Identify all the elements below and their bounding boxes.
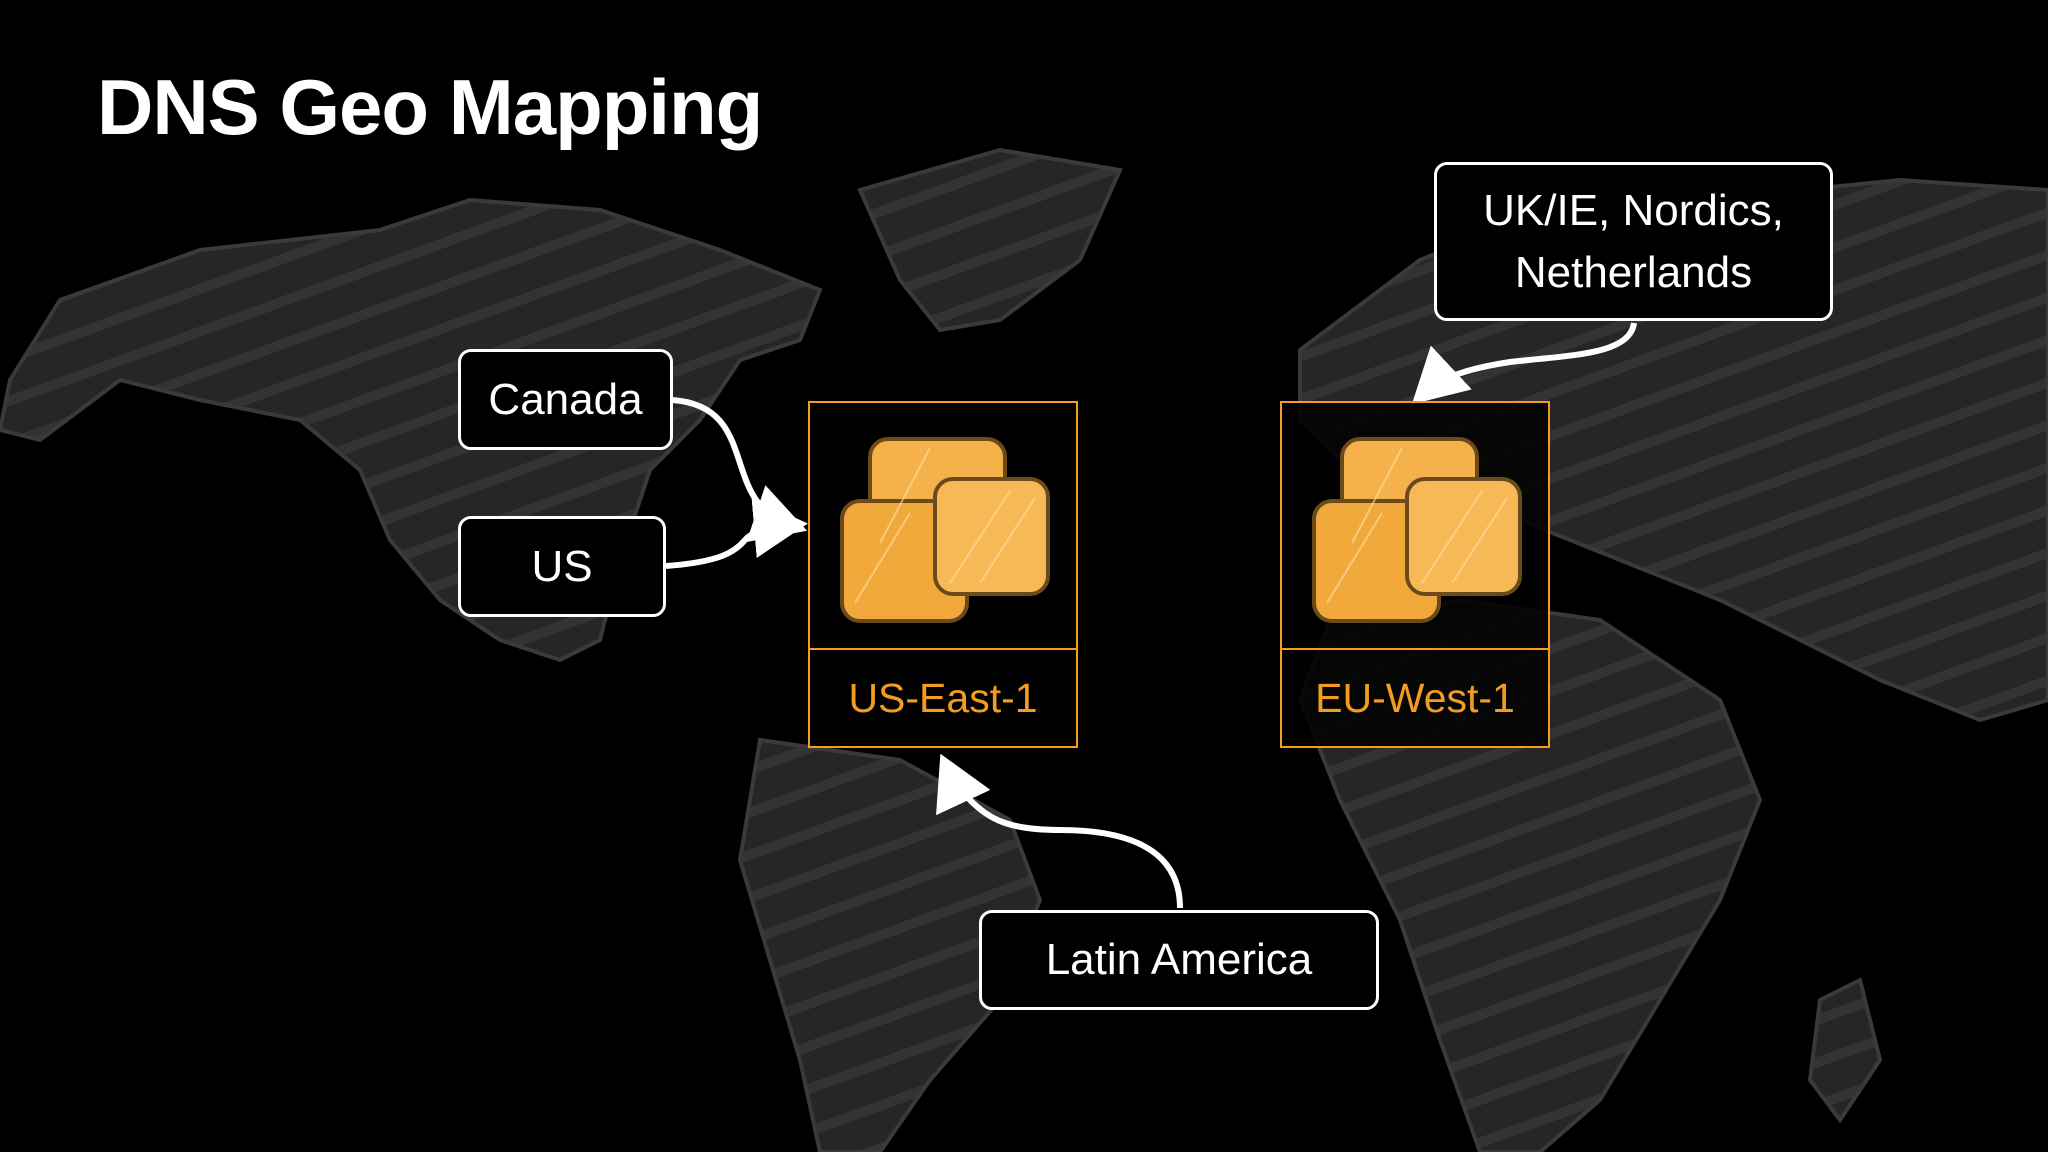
madagascar-shape (1807, 977, 1883, 1124)
server-stack-icon (1282, 403, 1548, 648)
page-title: DNS Geo Mapping (97, 63, 763, 151)
greenland-shape (857, 147, 1123, 333)
latin-america-label: Latin America (979, 910, 1379, 1010)
region-divider (810, 648, 1076, 650)
uk-nordics-netherlands-label: UK/IE, Nordics, Netherlands (1434, 162, 1833, 321)
region-divider (1282, 648, 1548, 650)
region-name-eu-west-1: EU-West-1 (1315, 674, 1515, 721)
uk-nordics-label-line1: UK/IE, Nordics, (1483, 185, 1784, 235)
arrow-uk-to-eu-west (1411, 322, 1637, 405)
canada-label-text: Canada (488, 374, 643, 424)
region-name-us-east-1: US-East-1 (848, 674, 1038, 721)
netherlands-label-line2: Netherlands (1514, 247, 1753, 297)
arrow-latam-to-us-east (936, 753, 1183, 909)
region-eu-west-1: EU-West-1 (1280, 401, 1550, 748)
arrow-us-to-us-east (665, 498, 808, 569)
us-label: US (458, 516, 666, 617)
canada-label: Canada (458, 349, 673, 450)
arrow-canada-to-us-east (671, 397, 808, 543)
latin-america-label-text: Latin America (1045, 935, 1313, 985)
us-label-text: US (531, 541, 593, 591)
server-stack-icon (810, 403, 1076, 648)
region-us-east-1: US-East-1 (808, 401, 1078, 748)
south-america-shape (737, 737, 1043, 1152)
